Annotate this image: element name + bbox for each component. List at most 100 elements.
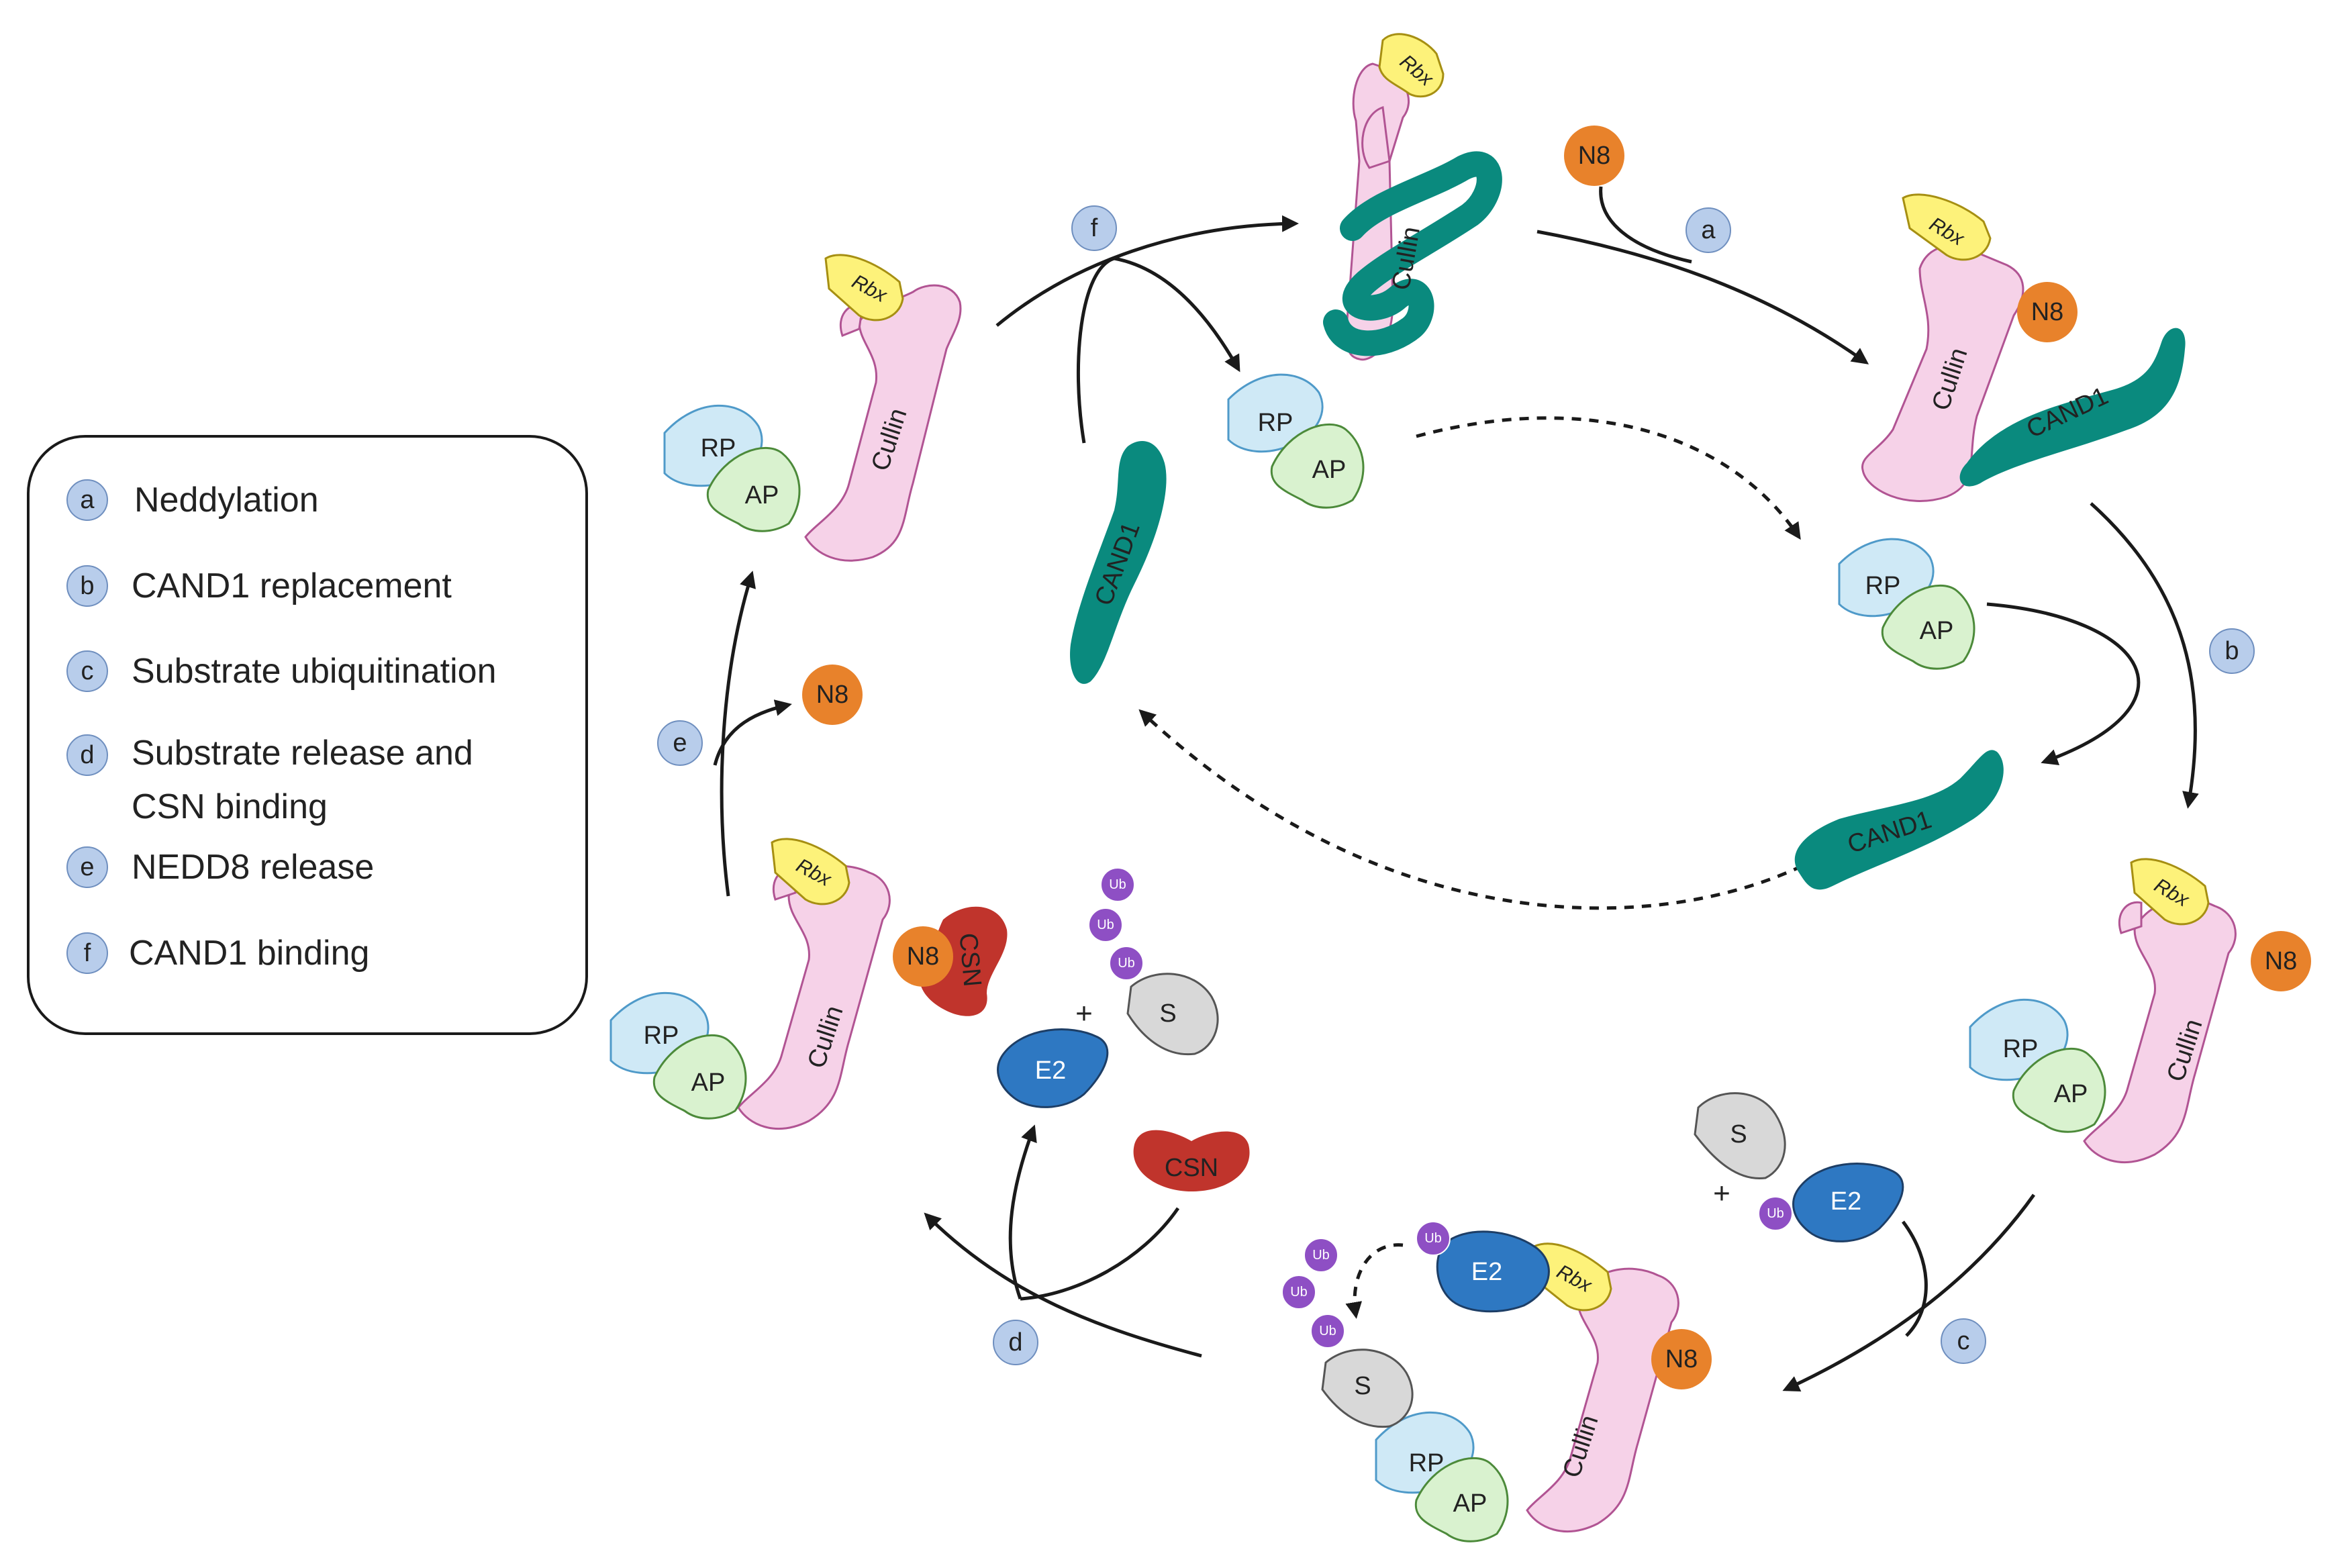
cand1-free-center: CAND1 [1070, 441, 1167, 684]
n8-shape [893, 926, 953, 987]
substrate-shape [1126, 973, 1219, 1056]
rp-label: RP [644, 1022, 679, 1050]
rbx-shape [771, 838, 850, 905]
complex-neddylated-cand1: Rbx Cullin N8 CAND1 [1861, 193, 2186, 502]
cullin-shape [737, 865, 891, 1130]
complex-ubiquitination: Rbx E2 Ub Cullin N8 RP AP S Ub Ub Ub [1281, 1221, 1712, 1542]
legend-label: CAND1 replacement [132, 567, 452, 605]
rp-label: RP [701, 434, 736, 462]
legend-step-circle [66, 479, 108, 521]
ap-label: AP [1312, 456, 1347, 484]
ub-shape [1281, 1275, 1316, 1310]
substrate-label: S [1730, 1120, 1747, 1148]
arrow-c-substrate [1901, 1220, 1928, 1337]
cullin-shape [2118, 901, 2143, 934]
legend-step-letter: f [84, 939, 91, 967]
ap-label: AP [2054, 1080, 2088, 1108]
arrow-f-cand1 [1076, 256, 1115, 444]
n8-label: N8 [816, 681, 849, 709]
legend-label: CAND1 binding [129, 934, 369, 973]
arrow-b-cand1 [1986, 602, 2141, 765]
legend-step-letter: e [80, 853, 94, 881]
complex-neddylated-active: Rbx Cullin N8 RP AP [1969, 858, 2311, 1163]
ub-shape [1109, 946, 1144, 981]
n8-label: N8 [1578, 142, 1611, 170]
ub-shape [1304, 1238, 1338, 1273]
rbx-shape [824, 254, 904, 322]
n8-label: N8 [2265, 947, 2298, 975]
cand1-wrapped-shape [1323, 151, 1502, 356]
e2-shape [1792, 1163, 1904, 1242]
arrow-e-n8 [713, 699, 792, 766]
plus-sign: + [1075, 997, 1093, 1030]
ub-shape [1310, 1314, 1345, 1349]
legend-step-circle [66, 846, 108, 888]
ub-label: Ub [1319, 1324, 1336, 1338]
cullin-shape [2083, 898, 2237, 1163]
step-circle-c [1941, 1318, 1986, 1364]
legend-box [27, 435, 588, 1035]
csn-label: CSN [954, 932, 987, 988]
legend-step-circle [66, 565, 108, 607]
substrate-label: S [1159, 999, 1176, 1028]
legend-label: NEDD8 release [132, 848, 374, 887]
legend-label: Neddylation [134, 481, 319, 520]
cullin-shape [1526, 1267, 1679, 1532]
complex-cand1-bound: Rbx Cullin [1323, 33, 1502, 361]
rp-label: RP [1258, 409, 1293, 437]
cand1-shape [1070, 441, 1167, 684]
ub-label: Ub [1767, 1206, 1784, 1221]
arrow-e-main [720, 571, 756, 897]
ub-label: Ub [1424, 1231, 1442, 1246]
n8-shape [2251, 931, 2311, 991]
arrow-dashed-adaptor [1416, 416, 1801, 540]
csn-label: CSN [1165, 1154, 1218, 1182]
legend-step-letter: c [81, 657, 94, 685]
arrow-d-main [924, 1212, 1202, 1358]
legend-step-letter: b [80, 572, 94, 600]
n8-label: N8 [907, 942, 940, 971]
arrow-dashed-cand1 [1138, 709, 1804, 910]
e2-label: E2 [1471, 1258, 1502, 1286]
step-circle-a [1686, 207, 1731, 253]
n8-label: N8 [2031, 298, 2064, 326]
legend-item-f: f CAND1 binding [66, 932, 369, 974]
legend-step-letter: d [80, 741, 94, 769]
step-circle-e [657, 720, 703, 766]
step-label-f: f [1091, 214, 1098, 242]
substrate-and-e2-incoming: S + E2 Ub [1694, 1092, 1904, 1242]
arrows [713, 186, 2199, 1391]
step-label-b: b [2225, 637, 2239, 665]
rbx-shape [1902, 193, 1992, 261]
legend-item-c: c Substrate ubiquitination [66, 650, 497, 692]
legend-item-d: d Substrate release and CSN binding [66, 734, 473, 826]
cullin-shape [1861, 244, 2024, 502]
legend-item-e: e NEDD8 release [66, 846, 374, 888]
ub-shape [1416, 1221, 1451, 1256]
cand1-shape [1959, 328, 2186, 487]
substrate-label: S [1354, 1372, 1371, 1400]
legend-item-a: a Neddylation [66, 479, 319, 521]
rp-label: RP [1865, 572, 1901, 600]
cullin-shape [1361, 105, 1391, 169]
legend-label: Substrate release and [132, 734, 473, 773]
step-circle-b [2209, 628, 2255, 674]
released-products: Ub Ub Ub S + E2 [997, 867, 1219, 1108]
arrow-a-n8 [1599, 186, 1692, 264]
step-label-c: c [1957, 1327, 1970, 1355]
legend-item-b: b CAND1 replacement [66, 565, 452, 607]
ub-label: Ub [1118, 956, 1135, 971]
ub-label: Ub [1109, 877, 1126, 892]
csn-shape [1133, 1130, 1250, 1191]
n8-shape [2017, 282, 2078, 342]
step-label-e: e [673, 729, 687, 757]
ap-label: AP [745, 481, 779, 509]
ub-shape [1088, 908, 1123, 942]
arrow-d-csn [1020, 1207, 1180, 1301]
cullin-shape [804, 284, 962, 562]
n8-shape [1651, 1329, 1712, 1389]
n8-free-top: N8 [1564, 126, 1624, 186]
ub-label: Ub [1097, 918, 1114, 932]
ap-shape [2012, 1047, 2106, 1133]
